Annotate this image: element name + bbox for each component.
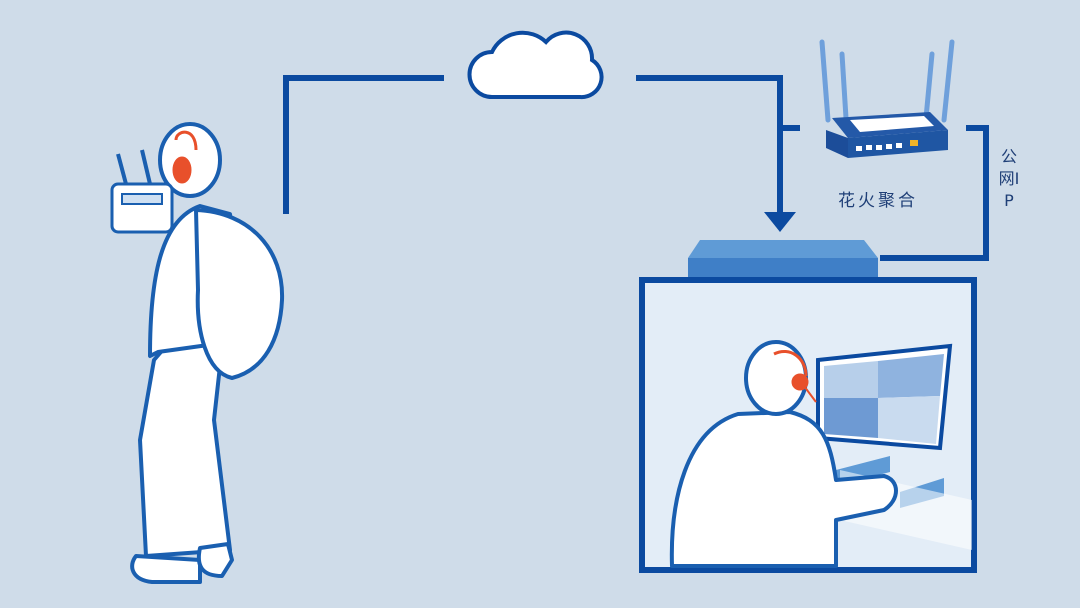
public-ip-label: 公网IP: [998, 147, 1020, 210]
line-field-to-cloud: [283, 75, 444, 214]
headphones-icon: [172, 130, 198, 184]
monitor-icon: [816, 343, 953, 451]
connection-lines: [283, 75, 989, 261]
line-public-ip: [880, 125, 989, 261]
operator: [669, 340, 898, 568]
headphones-icon: [773, 350, 817, 403]
remote-controller-icon: [110, 149, 174, 234]
router-icon: [819, 39, 955, 158]
cloud-icon: [467, 30, 604, 100]
router-label: 花火聚合: [838, 191, 918, 211]
line-cloud-to-server: [636, 75, 783, 214]
field-operator: [130, 122, 285, 584]
arrow-down-icon: [764, 212, 796, 232]
